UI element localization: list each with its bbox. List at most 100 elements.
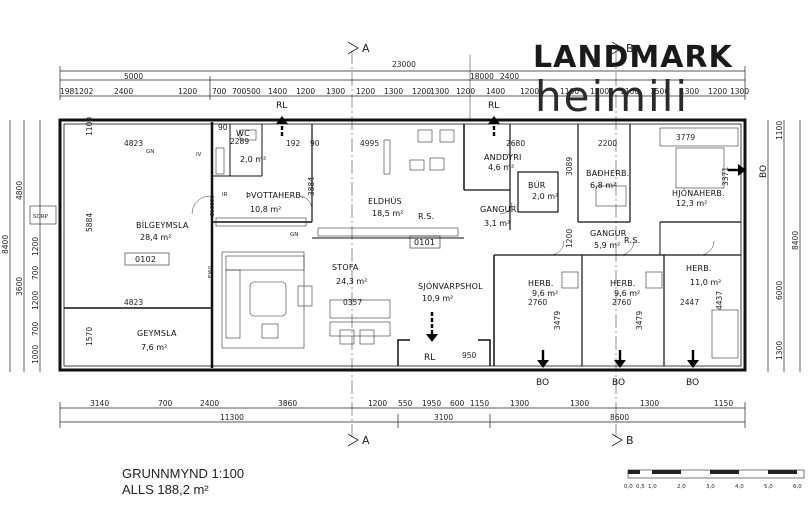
scale-bar-label: 0,5 [636, 484, 645, 490]
dimension-label: 1200 [296, 87, 315, 96]
room-name: HJÓNAHERB. [672, 187, 725, 198]
dimension-label: 3479 [553, 311, 562, 330]
rs-label-1: R.S. [418, 212, 434, 221]
ei60-label: EI60 [208, 265, 214, 278]
dimension-label: 700 [158, 399, 173, 408]
dimension-label: 2200 [598, 139, 617, 148]
room-name: WC [236, 129, 250, 138]
room-name: SJÓNVARPSHOL [418, 280, 483, 291]
room-name: STOFA [332, 263, 359, 272]
dimension-label: 1300 [640, 399, 659, 408]
bo-marker-3: BO [686, 378, 699, 388]
dimension-label: 1200 [520, 87, 539, 96]
dimension-label: 1200 [356, 87, 375, 96]
room-name: BÍLGEYMSLA [136, 219, 189, 230]
dimension-label: 4800 [15, 181, 24, 200]
section-marker-b-bottom: B [626, 434, 634, 447]
main-code: 0101 [414, 238, 435, 247]
dimension-label: 3884 [307, 177, 316, 196]
dimension-label: 1100 [560, 87, 579, 96]
scale-bar-label: 1,0 [648, 484, 657, 490]
section-marker-a-bottom: A [362, 434, 370, 447]
dimension-label: 90 [310, 139, 320, 148]
dimension-label: 700 [31, 321, 40, 336]
dimension-label: 1100 [620, 87, 639, 96]
dimension-label: 2447 [680, 298, 699, 307]
dimension-label: 90 [218, 123, 228, 132]
room-name: GANGUR [590, 229, 627, 238]
rs-label-2: R.S. [624, 236, 640, 245]
dimension-label: 8400 [1, 235, 10, 254]
dimension-label: 1200 [31, 237, 40, 256]
dimension-label: 700 [31, 265, 40, 280]
dim-0357: 0357 [343, 298, 362, 307]
dimension-label: 2760 [612, 298, 631, 307]
room-area: 7,6 m² [141, 343, 167, 352]
room-area: 18,5 m² [372, 209, 403, 218]
room-area: 24,3 m² [336, 277, 367, 286]
scale-bar-label: 4,0 [735, 484, 744, 490]
dimension-label: 1400 [268, 87, 287, 96]
dimension-label: 3779 [676, 133, 695, 142]
rl-marker-3: RL [424, 353, 435, 363]
dimension-label: 23000 [392, 60, 416, 69]
room-name: ANDDYRI [484, 153, 522, 162]
logo-landmark: LANDMARK [533, 40, 733, 75]
dimension-label: 1150 [714, 399, 733, 408]
room-area: 9,6 m² [532, 289, 558, 298]
dimension-label: 3140 [90, 399, 109, 408]
dimension-label: 1500 [650, 87, 669, 96]
dimension-label: 1200 [565, 229, 574, 248]
dimension-label: 1950 [422, 399, 441, 408]
rl-marker-1: RL [276, 101, 287, 111]
dimension-label: 5884 [85, 213, 94, 232]
sorp-label: SORP [33, 214, 49, 220]
dimension-label: 1200 [31, 291, 40, 310]
dimension-label: 2760 [528, 298, 547, 307]
room-name: HERB. [610, 279, 636, 288]
room-name: HERB. [528, 279, 554, 288]
room-area: 4,6 m² [488, 163, 514, 172]
room-name: ELDHÚS [368, 195, 402, 206]
dimension-label: 3600 [15, 277, 24, 296]
dimension-label: 4437 [715, 291, 724, 310]
dimension-label: 3100 [434, 413, 453, 422]
dimension-label: 1300 [384, 87, 403, 96]
dimension-label: 4823 [124, 298, 143, 307]
room-area: 6,8 m² [590, 181, 616, 190]
bo-marker-1: BO [536, 378, 549, 388]
room-name: BAÐHERB. [586, 169, 629, 178]
dimension-label: 5000 [124, 72, 143, 81]
dimension-label: 3089 [565, 157, 574, 176]
dimension-label: 192 [286, 139, 301, 148]
dimension-label: 1981202 [60, 87, 94, 96]
logo-heimili: heimili [535, 72, 690, 121]
room-name: BÚR [528, 179, 546, 190]
dimension-label: 2680 [506, 139, 525, 148]
dimension-label: 950 [462, 351, 477, 360]
room-area: 2,0 m² [532, 192, 558, 201]
iv-label: IV [196, 152, 202, 158]
room-area: 5,9 m² [594, 241, 620, 250]
bo-marker-2: BO [612, 378, 625, 388]
room-area: 28,4 m² [140, 233, 171, 242]
dimension-label: 2289 [230, 137, 249, 146]
dimension-label: 11300 [220, 413, 244, 422]
room-area: 10,9 m² [422, 294, 453, 303]
section-marker-a-top: A [362, 42, 370, 55]
scale-bar-label: 3,0 [706, 484, 715, 490]
dimension-label: 1000 [31, 345, 40, 364]
section-marker-b-top: B [626, 42, 634, 55]
room-name: HERB. [686, 264, 712, 273]
dimension-label: 1100 [775, 121, 784, 140]
room-name: GANGUR [480, 205, 517, 214]
dimension-label: 4995 [360, 139, 379, 148]
dimension-label: 1570 [85, 327, 94, 346]
dimension-label: 1100 [85, 117, 94, 136]
dimension-label: 3371 [721, 167, 730, 186]
dimension-label: 1200 [708, 87, 727, 96]
dimension-label: 1200 [590, 87, 609, 96]
dimension-label: 3479 [635, 311, 644, 330]
dimension-label: 3860 [278, 399, 297, 408]
dimension-label: 1300 [430, 87, 449, 96]
